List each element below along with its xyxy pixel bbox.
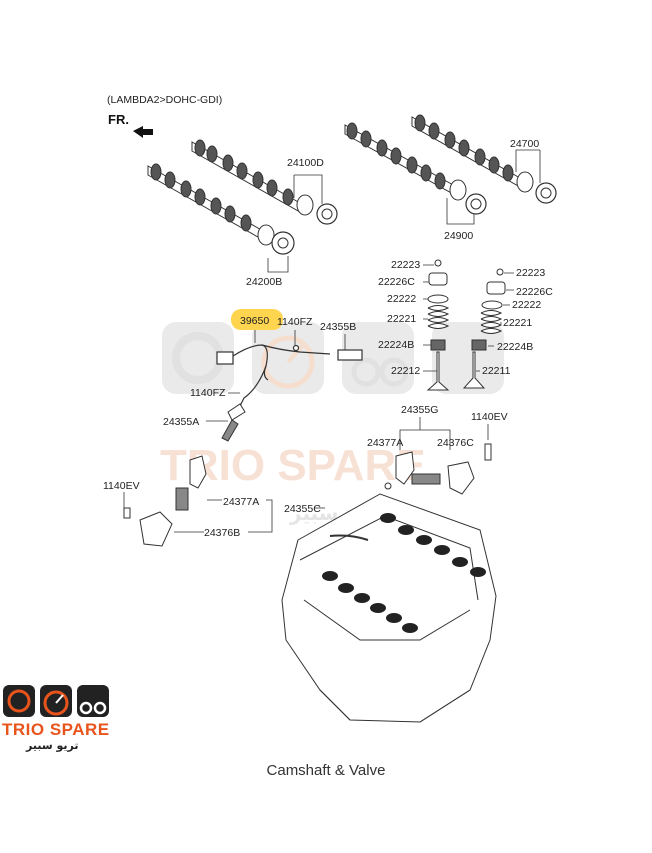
oil-control-valve-right [384, 443, 492, 495]
callout-22221-right: 22221 [503, 317, 532, 329]
callout-22223-right: 22223 [516, 267, 545, 279]
callout-22224B-right: 22224B [497, 341, 533, 353]
brand-name: TRIO SPARE [2, 720, 110, 739]
callout-24355C: 24355C [284, 503, 321, 515]
camshaft-gear-24900-icon [465, 193, 487, 215]
callout-22211: 22211 [482, 365, 511, 377]
callout-22222-right: 22222 [512, 299, 541, 311]
callout-24200B: 24200B [246, 276, 282, 288]
engine-block-illustration [281, 493, 497, 723]
leader-lines-sensors [206, 330, 346, 422]
callout-1140FZ-mid: 1140FZ [190, 387, 226, 399]
watermark: TRIO SPARE تريو سبير [160, 322, 504, 525]
callout-1140EV-right: 1140EV [471, 411, 508, 423]
callout-22212: 22212 [391, 365, 420, 377]
leader-lines-valve-left [423, 264, 437, 372]
brand-name-arabic: تريو سبير [26, 739, 79, 752]
oil-control-valve-left [123, 455, 207, 547]
leader-lines-valve-right [476, 272, 514, 372]
valve-assembly-right [462, 268, 506, 389]
front-direction-label: FR. [108, 112, 129, 127]
sensor-24355A [221, 403, 246, 442]
leader-lines-ocv-right [399, 417, 489, 450]
callout-24355B: 24355B [320, 321, 356, 333]
camshaft-24100D [191, 139, 314, 216]
callout-22221-left: 22221 [387, 313, 416, 325]
engine-code-label: (LAMBDA2>DOHC-GDI) [107, 94, 222, 106]
callout-24377A-left: 24377A [223, 496, 259, 508]
callout-24700: 24700 [510, 138, 539, 150]
callout-24900: 24900 [444, 230, 473, 242]
brand-logo-icons [3, 685, 109, 717]
callout-24376B: 24376B [204, 527, 240, 539]
front-arrow-icon [133, 126, 153, 138]
camshaft-gear-24700-icon [535, 182, 557, 204]
leader-lines-left-cams [267, 174, 323, 273]
callout-1140EV-left: 1140EV [103, 480, 140, 492]
brand-logo: TRIO SPARE تريو سبير [0, 682, 115, 752]
leader-lines-right-cams [446, 149, 541, 225]
callout-22226C-left: 22226C [378, 276, 415, 288]
callout-22224B-left: 22224B [378, 339, 414, 351]
camshaft-gear-24200B-icon [271, 231, 295, 255]
callout-24377A-right: 24377A [367, 437, 403, 449]
callout-1140FZ-top: 1140FZ [277, 316, 313, 328]
camshaft-24200B [147, 163, 275, 246]
valve-assembly-left [426, 259, 450, 391]
callout-22223-left: 22223 [391, 259, 420, 271]
camshaft-24700 [411, 114, 534, 193]
camshaft-gear-24100D-icon [316, 203, 338, 225]
wiring-harness-39650 [216, 344, 363, 411]
callout-24355G: 24355G [401, 404, 438, 416]
callout-22222-left: 22222 [387, 293, 416, 305]
highlight-39650 [231, 309, 283, 330]
leader-lines-ocv-left [123, 492, 325, 533]
callout-24355A: 24355A [163, 416, 199, 428]
camshaft-24900 [344, 122, 467, 201]
callout-24100D: 24100D [287, 157, 324, 169]
callout-39650: 39650 [240, 315, 269, 327]
callout-22226C-right: 22226C [516, 286, 553, 298]
callout-24376C-right: 24376C [437, 437, 474, 449]
diagram-caption: Camshaft & Valve [266, 762, 386, 779]
